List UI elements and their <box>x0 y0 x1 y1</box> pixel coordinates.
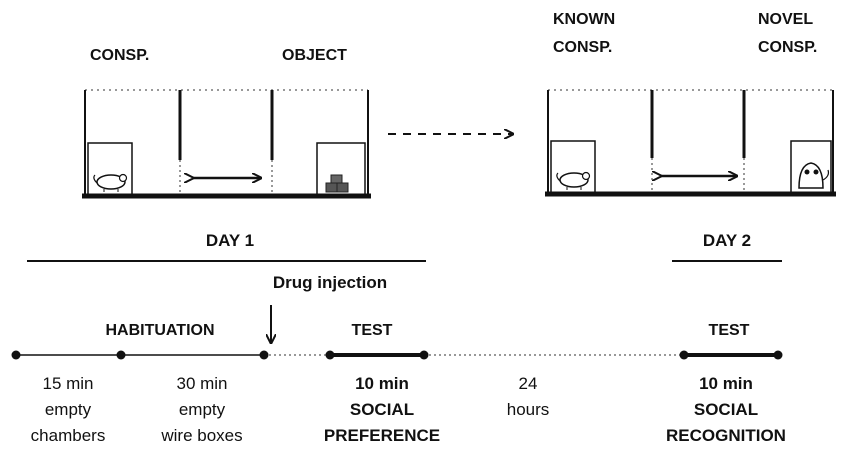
phase-text-line: 10 min <box>699 374 753 393</box>
phase-habituation-wire-boxes: 30 min empty wire boxes <box>160 374 242 445</box>
phase-text-line: hours <box>507 400 550 419</box>
phase-social-preference: 10 min SOCIAL PREFERENCE <box>324 374 440 445</box>
day2-wire-box-left <box>550 140 596 194</box>
phase-text-line: wire boxes <box>160 426 242 445</box>
known-mouse-icon <box>556 171 591 190</box>
timeline-dot <box>679 350 689 360</box>
timeline-dot <box>11 350 21 360</box>
phase-interval: 24 hours <box>507 374 550 419</box>
mouse-icon <box>93 173 128 192</box>
phase-text-line: chambers <box>31 426 106 445</box>
timeline-dot <box>325 350 335 360</box>
phase-social-recognition: 10 min SOCIAL RECOGNITION <box>666 374 786 445</box>
timeline-dot <box>773 350 783 360</box>
day1-label-conspecific: CONSP. <box>90 47 149 64</box>
day2-wire-box-right <box>790 140 832 194</box>
day2-title: DAY 2 <box>703 231 751 250</box>
day2-label-novel-line1: NOVEL <box>758 11 813 28</box>
day2-apparatus: KNOWN CONSP. NOVEL CONSP. <box>545 11 836 197</box>
day1-wire-box-right <box>316 142 366 196</box>
phase-text-line: SOCIAL <box>694 400 758 419</box>
object-blocks-icon <box>325 174 349 193</box>
test1-label: TEST <box>352 322 393 339</box>
test2-label: TEST <box>709 322 750 339</box>
habituation-label: HABITUATION <box>105 322 214 339</box>
day2-label-known-line1: KNOWN <box>553 11 615 28</box>
phase-text-line: 15 min <box>42 374 93 393</box>
phase-text-line: PREFERENCE <box>324 426 440 445</box>
drug-injection-label: Drug injection <box>273 273 387 292</box>
timeline-dot <box>419 350 429 360</box>
phase-text-line: empty <box>179 400 226 419</box>
timeline-dot <box>259 350 269 360</box>
day2-label-novel-line2: CONSP. <box>758 39 817 56</box>
phase-text-line: SOCIAL <box>350 400 414 419</box>
day1-apparatus: CONSP. OBJECT <box>82 47 371 199</box>
day1-wire-box-left <box>87 142 133 196</box>
phase-text-line: 10 min <box>355 374 409 393</box>
timeline-dot <box>116 350 126 360</box>
day1-label-object: OBJECT <box>282 47 347 64</box>
novel-mouse-icon <box>798 162 830 189</box>
phase-text-line: 24 <box>519 374 538 393</box>
phase-text-line: 30 min <box>176 374 227 393</box>
phase-text-line: empty <box>45 400 92 419</box>
day2-label-known-line2: CONSP. <box>553 39 612 56</box>
day1-title: DAY 1 <box>206 231 254 250</box>
phase-text-line: RECOGNITION <box>666 426 786 445</box>
phase-habituation-empty-chambers: 15 min empty chambers <box>31 374 106 445</box>
